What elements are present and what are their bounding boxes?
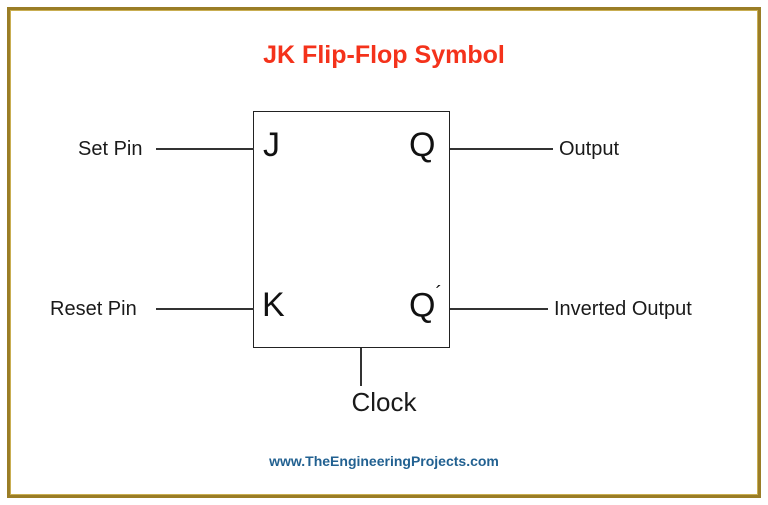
- label-set-pin: Set Pin: [78, 138, 143, 160]
- wire-reset-pin: [156, 308, 254, 310]
- pin-label-q-bar-letter: Q: [409, 286, 436, 325]
- label-reset-pin: Reset Pin: [50, 298, 137, 320]
- label-output: Output: [559, 138, 620, 160]
- label-inverted-output: Inverted Output: [554, 298, 692, 320]
- flip-flop-body: [253, 111, 450, 348]
- wire-inverted-output: [450, 308, 548, 310]
- decorative-frame-outer: [7, 7, 761, 498]
- decorative-frame-inner: [10, 10, 758, 495]
- pin-label-q: Q: [409, 126, 436, 164]
- prime-mark-icon: ´: [435, 283, 443, 305]
- page-title: JK Flip-Flop Symbol: [263, 41, 505, 69]
- wire-clock: [360, 348, 362, 386]
- pin-label-k: K: [262, 286, 285, 324]
- pin-label-q-bar: Q´: [409, 284, 442, 325]
- label-clock: Clock: [351, 387, 417, 417]
- footer-credit: www.TheEngineeringProjects.com: [269, 453, 499, 469]
- pin-label-j: J: [263, 126, 280, 164]
- wire-set-pin: [156, 148, 254, 150]
- wire-output: [450, 148, 553, 150]
